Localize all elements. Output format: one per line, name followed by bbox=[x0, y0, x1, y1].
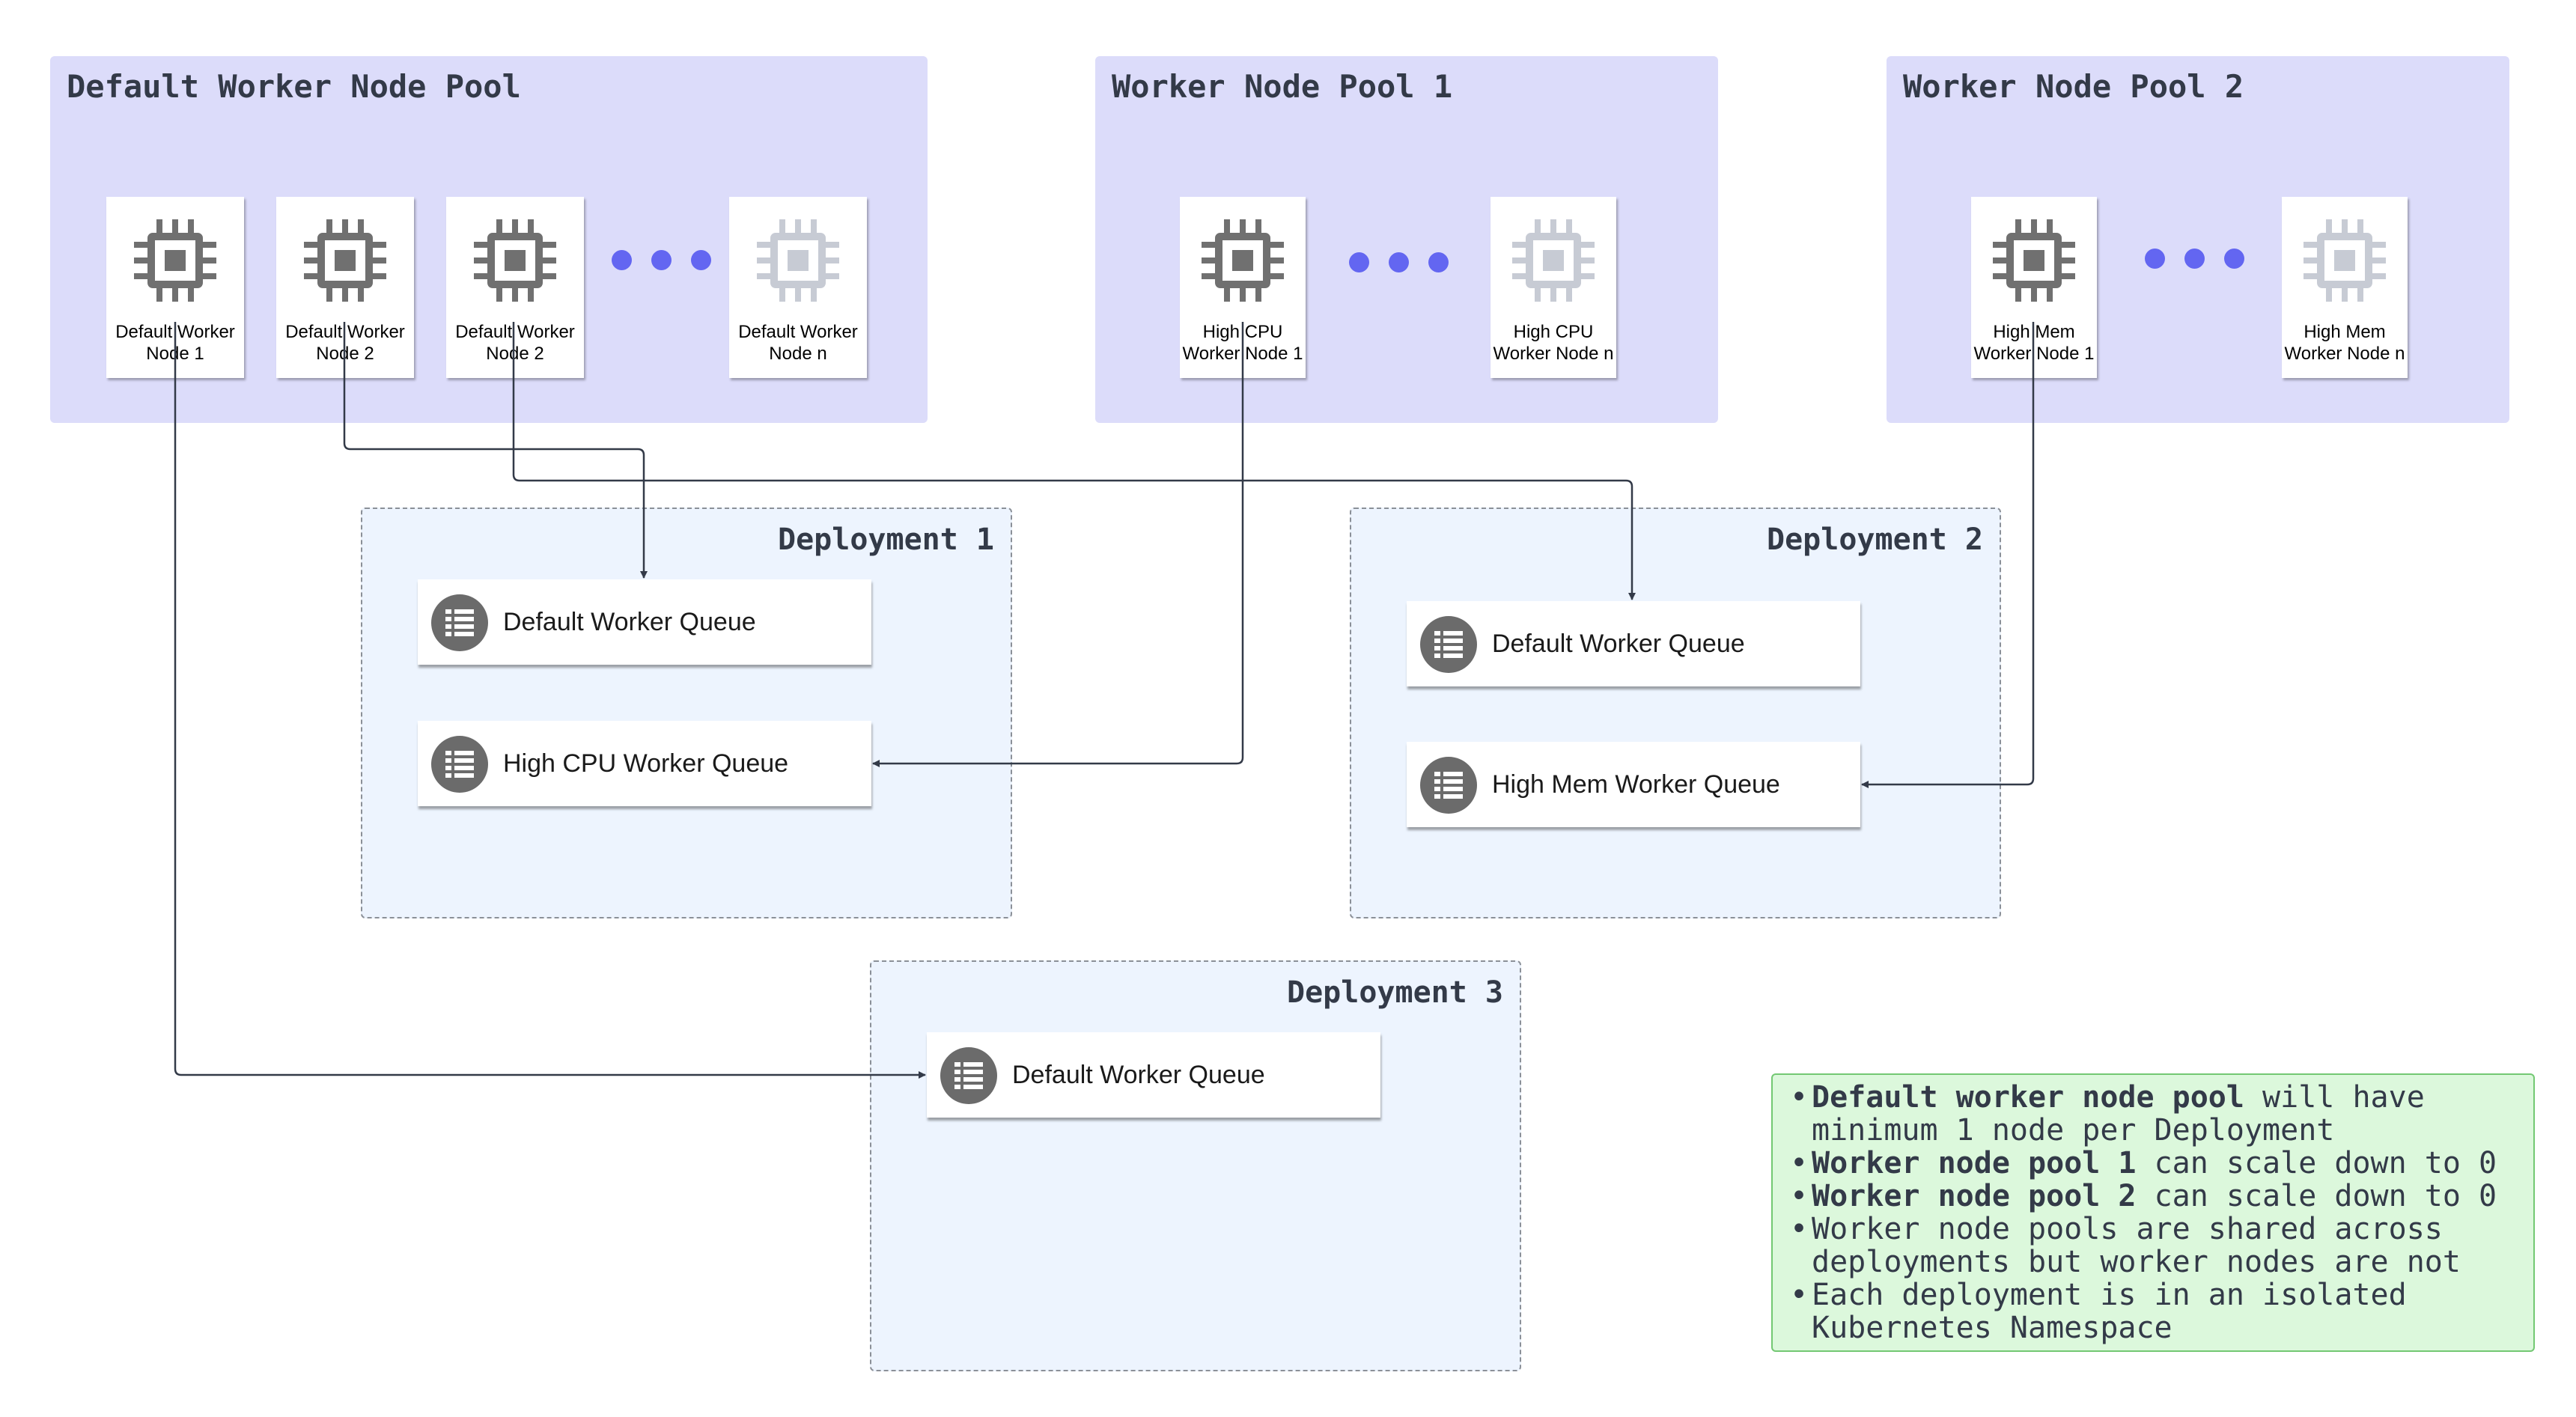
more-nodes-ellipsis bbox=[1349, 252, 1449, 272]
notes-box: •Default worker node pool will have mini… bbox=[1771, 1073, 2535, 1352]
queue-default-worker[interactable]: Default Worker Queue bbox=[418, 579, 871, 665]
queue-default-worker[interactable]: Default Worker Queue bbox=[1407, 601, 1860, 686]
node-label: High CPU Worker Node 1 bbox=[1182, 322, 1303, 364]
queue-label: Default Worker Queue bbox=[1492, 630, 1745, 658]
note-item: •Default worker node pool will have mini… bbox=[1790, 1080, 2425, 1148]
node-label: Default Worker Node n bbox=[738, 322, 858, 364]
ellipsis-dot bbox=[2184, 249, 2205, 269]
ellipsis-dot bbox=[691, 250, 711, 270]
worker-node[interactable]: Default Worker Node 2 bbox=[446, 197, 584, 378]
note-item: •Each deployment is in an isolated Kuber… bbox=[1790, 1278, 2407, 1345]
deployment-title: Deployment 1 bbox=[778, 522, 994, 557]
queue-label: High Mem Worker Queue bbox=[1492, 770, 1780, 799]
worker-node[interactable]: High CPU Worker Node 1 bbox=[1180, 197, 1306, 378]
worker-node-n[interactable]: Default Worker Node n bbox=[729, 197, 867, 378]
queue-default-worker[interactable]: Default Worker Queue bbox=[927, 1032, 1380, 1118]
queue-label: Default Worker Queue bbox=[1012, 1061, 1265, 1089]
worker-node-pool-2: Worker Node Pool 2 High Mem Worker Node … bbox=[1887, 56, 2509, 423]
deployment-title: Deployment 3 bbox=[1287, 975, 1503, 1010]
ellipsis-dot bbox=[2145, 249, 2165, 269]
pool-title: Worker Node Pool 2 bbox=[1903, 68, 2244, 105]
deployment-3: Deployment 3 bbox=[870, 960, 1521, 1371]
node-label: High Mem Worker Node 1 bbox=[1973, 322, 2095, 364]
note-text: will have minimum 1 node per Deployment bbox=[1812, 1080, 2425, 1148]
note-text: can scale down to 0 bbox=[2136, 1146, 2497, 1180]
note-item: •Worker node pool 1 can scale down to 0 bbox=[1790, 1146, 2497, 1180]
note-text: can scale down to 0 bbox=[2136, 1179, 2497, 1213]
connector-node2-to-deployment1 bbox=[343, 322, 648, 579]
ellipsis-dot bbox=[1349, 252, 1369, 272]
worker-node-n[interactable]: High CPU Worker Node n bbox=[1491, 197, 1616, 378]
worker-node-pool-1: Worker Node Pool 1 High CPU Worker Node … bbox=[1095, 56, 1718, 423]
note-item: •Worker node pools are shared across dep… bbox=[1790, 1212, 2461, 1279]
connector-highmem-to-deployment2 bbox=[1861, 322, 2035, 788]
default-worker-node-pool: Default Worker Node Pool Default Worker … bbox=[50, 56, 928, 423]
node-label: High CPU Worker Node n bbox=[1493, 322, 1614, 364]
node-label: Default Worker Node 2 bbox=[285, 322, 405, 364]
deployment-2: Deployment 2 bbox=[1350, 508, 2001, 918]
connector-node2b-to-deployment2 bbox=[512, 322, 1636, 600]
note-item: •Worker node pool 2 can scale down to 0 bbox=[1790, 1179, 2497, 1213]
node-label: High Mem Worker Node n bbox=[2284, 322, 2405, 364]
note-bold: Worker node pool 2 bbox=[1812, 1179, 2137, 1213]
queue-label: High CPU Worker Queue bbox=[503, 749, 789, 778]
connector-node1-to-deployment3 bbox=[174, 322, 926, 1079]
pool-title: Worker Node Pool 1 bbox=[1112, 68, 1453, 105]
queue-label: Default Worker Queue bbox=[503, 608, 756, 636]
deployment-1: Deployment 1 bbox=[361, 508, 1012, 918]
node-label: Default Worker Node 2 bbox=[455, 322, 575, 364]
notes-list: •Default worker node pool will have mini… bbox=[1790, 1081, 2497, 1344]
ellipsis-dot bbox=[612, 250, 632, 270]
note-text: Worker node pools are shared across depl… bbox=[1812, 1212, 2461, 1279]
note-bold: Default worker node pool bbox=[1812, 1080, 2244, 1115]
ellipsis-dot bbox=[1428, 252, 1449, 272]
more-nodes-ellipsis bbox=[2145, 249, 2244, 269]
queue-high-mem-worker[interactable]: High Mem Worker Queue bbox=[1407, 742, 1860, 827]
ellipsis-dot bbox=[2224, 249, 2244, 269]
note-text: Each deployment is in an isolated Kubern… bbox=[1812, 1278, 2407, 1345]
note-bold: Worker node pool 1 bbox=[1812, 1146, 2137, 1180]
worker-node-n[interactable]: High Mem Worker Node n bbox=[2282, 197, 2408, 378]
queue-high-cpu-worker[interactable]: High CPU Worker Queue bbox=[418, 721, 871, 806]
connector-highcpu-to-deployment1 bbox=[872, 322, 1244, 767]
ellipsis-dot bbox=[1389, 252, 1409, 272]
deployment-title: Deployment 2 bbox=[1767, 522, 1983, 557]
node-label: Default Worker Node 1 bbox=[115, 322, 235, 364]
pool-title: Default Worker Node Pool bbox=[67, 68, 521, 105]
more-nodes-ellipsis bbox=[612, 250, 711, 270]
ellipsis-dot bbox=[651, 250, 672, 270]
